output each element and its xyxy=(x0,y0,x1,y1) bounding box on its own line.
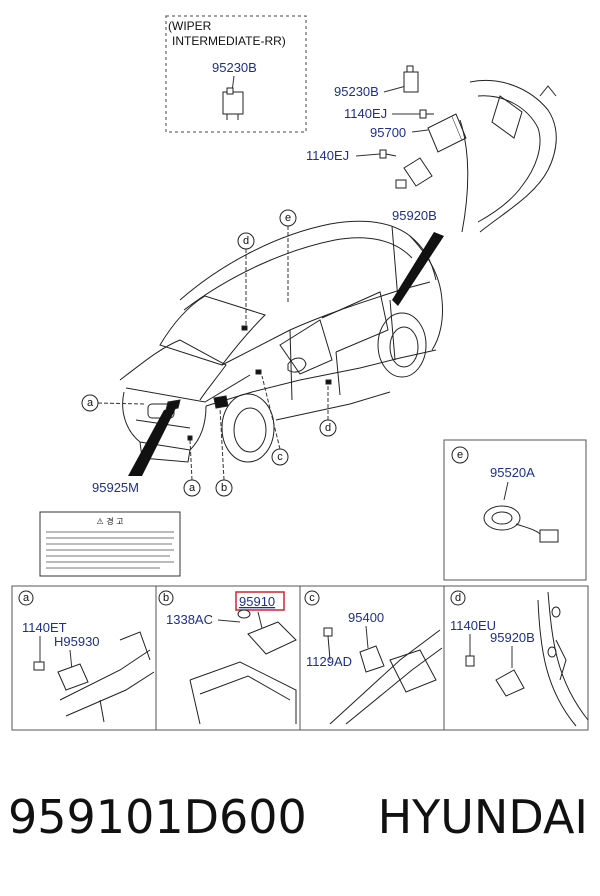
panel-a-part-2[interactable]: H95930 xyxy=(54,634,100,649)
warning-label-title: ⚠ 경 고 xyxy=(97,516,124,526)
relay-icon xyxy=(222,87,244,120)
panel-e: e 95520A xyxy=(443,439,587,581)
svg-text:e: e xyxy=(285,212,291,224)
svg-text:c: c xyxy=(309,592,315,604)
panel-d-part-1[interactable]: 1140EU xyxy=(450,618,496,633)
part-label-1140EJ-a[interactable]: 1140EJ xyxy=(344,106,387,121)
svg-text:d: d xyxy=(325,422,331,434)
footer-part-number: 959101D600 xyxy=(8,790,307,844)
warning-label: ⚠ 경 고 xyxy=(39,511,181,577)
svg-text:b: b xyxy=(163,592,169,604)
warning-label-text-lines xyxy=(46,531,174,569)
callout-b-lower[interactable]: b xyxy=(215,479,233,497)
panel-d-callout[interactable]: d xyxy=(450,590,466,606)
svg-text:c: c xyxy=(277,451,283,463)
panel-b: b 95910 1338AC xyxy=(158,590,297,725)
relay-small-icon xyxy=(403,65,419,93)
panel-b-part-1[interactable]: 95910 xyxy=(239,594,275,609)
sensor-icon xyxy=(395,157,433,189)
callout-c[interactable]: c xyxy=(271,448,289,466)
svg-text:d: d xyxy=(243,235,249,247)
part-label-95700[interactable]: 95700 xyxy=(370,125,406,140)
panel-c-callout[interactable]: c xyxy=(304,590,320,606)
part-label-95920B-top[interactable]: 95920B xyxy=(392,208,437,223)
part-label-95925M[interactable]: 95925M xyxy=(92,480,139,495)
panel-d-part-2[interactable]: 95920B xyxy=(490,630,535,645)
svg-text:a: a xyxy=(23,592,30,604)
panel-d: d 1140EU 95920B xyxy=(450,590,589,727)
svg-text:a: a xyxy=(87,397,94,409)
part-label-95230B[interactable]: 95230B xyxy=(334,84,379,99)
clock-spring-icon xyxy=(483,505,559,543)
car-illustration xyxy=(119,220,443,463)
panel-d-sensor-pillar-icon xyxy=(465,591,589,727)
callout-a-car[interactable]: a xyxy=(81,394,99,412)
panel-a-part-1[interactable]: 1140ET xyxy=(22,620,67,635)
part-label-1140EJ-b[interactable]: 1140EJ xyxy=(306,148,349,163)
panel-e-callout[interactable]: e xyxy=(451,446,469,464)
footer-brand: HYUNDAI xyxy=(377,790,588,844)
panel-b-airbag-module-icon xyxy=(189,609,297,725)
panel-a: a 1140ET H95930 xyxy=(18,590,155,723)
wiper-intermediate-box: (WIPER INTERMEDIATE-RR) 95230B xyxy=(165,15,307,133)
wiper-box-title-line1: (WIPER xyxy=(168,19,212,33)
bottom-panels: a 1140ET H95930 b 95910 1338AC xyxy=(11,585,589,731)
panel-a-sensor-icon xyxy=(33,631,155,723)
panel-c-steering-column-icon xyxy=(323,627,443,725)
control-module-icon xyxy=(427,113,467,153)
svg-text:a: a xyxy=(189,482,196,494)
callout-a-lower[interactable]: a xyxy=(183,479,201,497)
wiring-harness-rear xyxy=(392,232,444,306)
callout-d-lower[interactable]: d xyxy=(319,419,337,437)
part-label-95230B-box[interactable]: 95230B xyxy=(212,60,257,75)
svg-text:e: e xyxy=(457,449,463,461)
panel-c-part-2[interactable]: 1129AD xyxy=(306,654,352,669)
callout-d-upper[interactable]: d xyxy=(237,232,255,250)
panel-b-part-2[interactable]: 1338AC xyxy=(166,612,213,627)
wiring-harness-front xyxy=(128,408,176,476)
svg-text:b: b xyxy=(221,482,227,494)
highlight-box-95910 xyxy=(235,591,285,611)
panel-c: c 95400 1129AD xyxy=(304,590,443,725)
part-label-95520A[interactable]: 95520A xyxy=(490,465,535,480)
top-right-parts: 95230B 1140EJ 95700 1140EJ 95920B xyxy=(306,65,557,233)
wiper-box-title-line2: INTERMEDIATE-RR) xyxy=(172,34,286,48)
svg-text:d: d xyxy=(455,592,461,604)
callout-e[interactable]: e xyxy=(279,209,297,227)
rear-pillar-sketch xyxy=(459,79,557,233)
panel-a-callout[interactable]: a xyxy=(18,590,34,606)
bolt-icon xyxy=(419,109,434,119)
bolt-icon-2 xyxy=(379,149,397,159)
panel-c-part-1[interactable]: 95400 xyxy=(348,610,384,625)
panel-b-callout[interactable]: b xyxy=(158,590,174,606)
